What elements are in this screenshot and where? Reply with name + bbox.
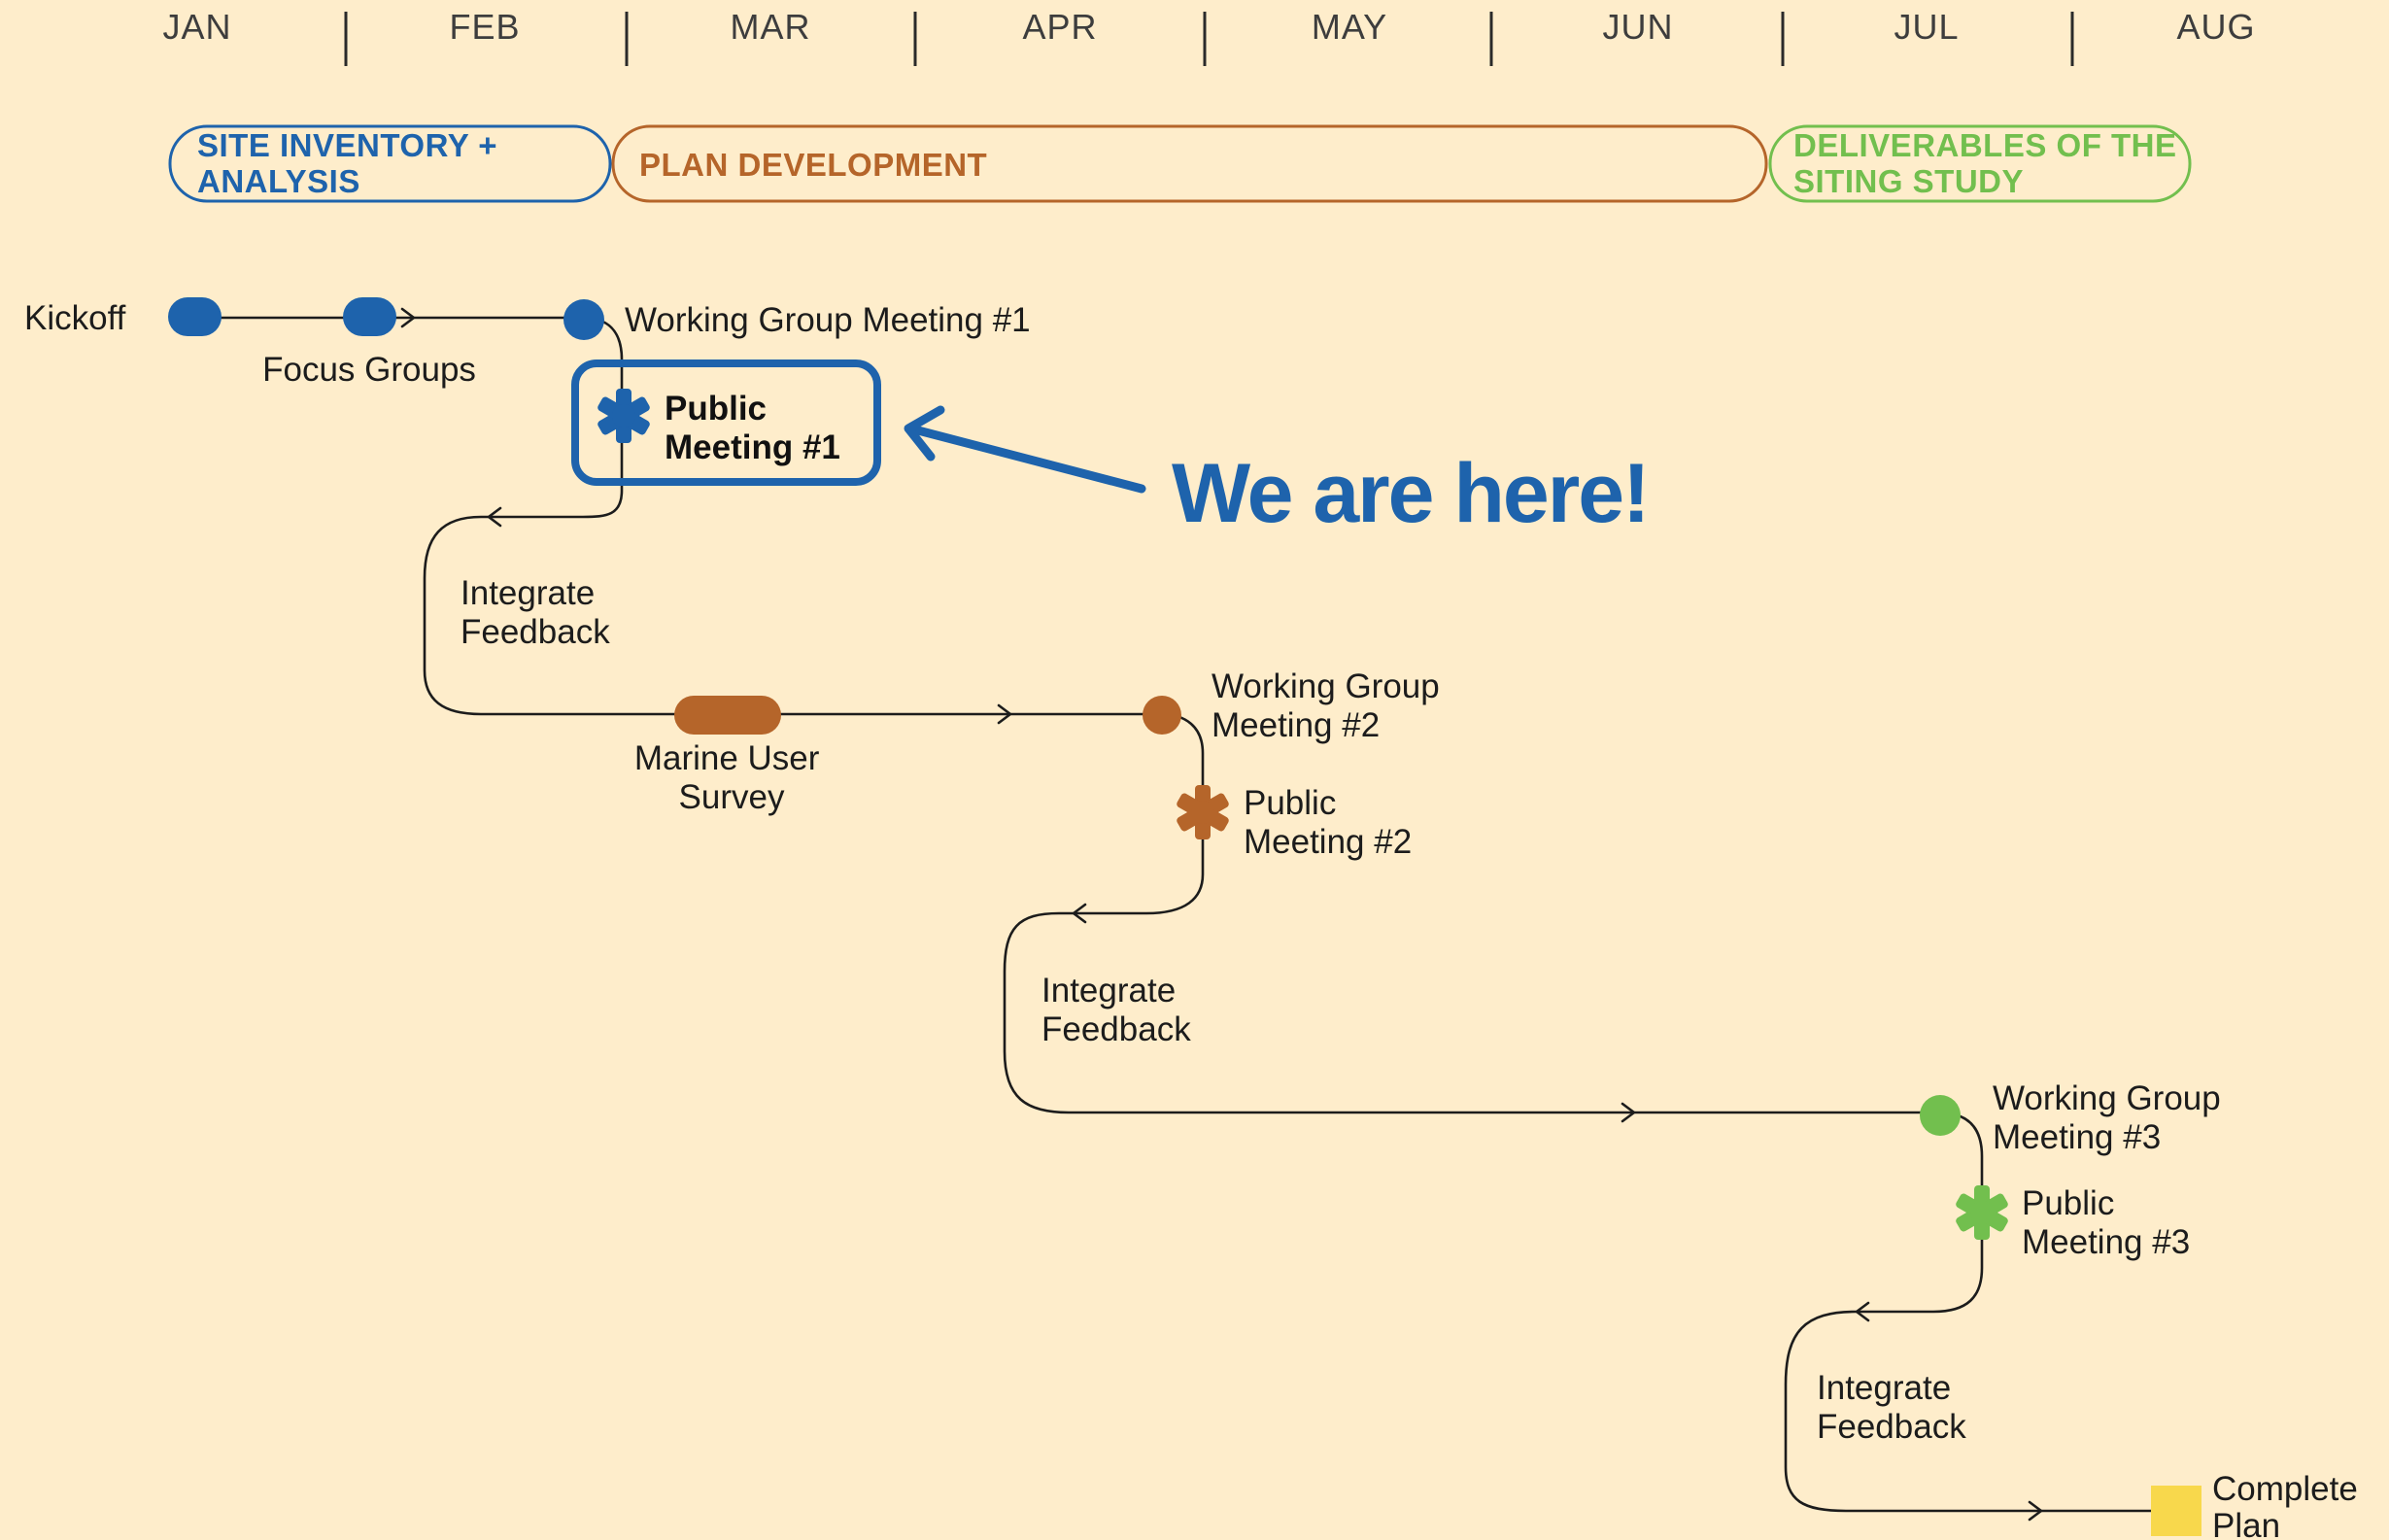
working-group-2-dot-icon [1143, 696, 1181, 735]
phase-plan-development-label: PLAN DEVELOPMENT [639, 147, 987, 183]
month-header: JAN FEB MAR APR MAY JUN JUL AUG [162, 7, 2255, 66]
phase-label-line: ANALYSIS [197, 163, 360, 199]
label-line: Public [1244, 784, 1336, 822]
label-line: Integrate [1817, 1369, 1951, 1407]
label-line: Working Group [1212, 667, 1440, 705]
label-line: Feedback [1817, 1408, 1966, 1446]
label-line: Meeting #3 [1993, 1118, 2161, 1156]
kickoff-label: Kickoff [24, 299, 126, 337]
we-are-here-label: We are here! [1172, 447, 1649, 540]
phase-label-line: PLAN DEVELOPMENT [639, 147, 987, 183]
label-line: Integrate [461, 574, 595, 612]
working-group-3-dot-icon [1920, 1095, 1961, 1136]
label-line: Plan [2212, 1507, 2280, 1540]
focus-groups-label: Focus Groups [262, 351, 476, 389]
month-label: JAN [162, 7, 231, 47]
public-meeting-1-label: Public Meeting #1 [665, 390, 840, 466]
public-meeting-3-asterisk-icon [1956, 1185, 2008, 1240]
chevron-left-icon [487, 506, 502, 528]
month-label: AUG [2176, 7, 2255, 47]
marine-survey-pill-icon [674, 696, 781, 735]
month-label: MAR [731, 7, 811, 47]
working-group-1-label: Working Group Meeting #1 [625, 301, 1031, 339]
integrate-feedback-1-label: Integrate Feedback [461, 574, 610, 651]
month-label: MAY [1312, 7, 1387, 47]
working-group-2-label: Working Group Meeting #2 [1212, 667, 1449, 744]
integrate-feedback-3-label: Integrate Feedback [1817, 1369, 1966, 1446]
phase-label-line: SITE INVENTORY + [197, 127, 497, 163]
we-are-here-callout: We are here! [904, 405, 1651, 540]
chevron-right-icon [997, 703, 1012, 725]
chevron-right-icon [2028, 1500, 2043, 1522]
month-label: JUL [1894, 7, 1959, 47]
month-label: JUN [1603, 7, 1674, 47]
chevron-right-icon [400, 307, 416, 328]
chevron-left-icon [1855, 1301, 1870, 1322]
label-line: Marine User [634, 739, 820, 777]
public-meeting-2-label: Public Meeting #2 [1244, 784, 1412, 861]
stage-3: Working Group Meeting #3 Public Meeting … [1817, 1079, 2368, 1540]
phase-label-line: SITING STUDY [1793, 163, 2024, 199]
phase-site-inventory-outline [168, 124, 612, 203]
label-line: Working Group Meeting #1 [625, 301, 1031, 339]
label-line: Integrate [1041, 972, 1176, 1010]
month-label: FEB [449, 7, 520, 47]
callout-arrow-shaft [913, 426, 1146, 494]
stage-2: Marine User Survey Working Group Meeting… [634, 667, 1449, 1048]
integrate-feedback-2-label: Integrate Feedback [1041, 972, 1191, 1048]
label-line: Meeting #2 [1212, 706, 1380, 744]
label-line: Feedback [461, 613, 610, 651]
phase-bars: SITE INVENTORY + ANALYSIS PLAN DEVELOPME… [168, 124, 2192, 203]
complete-plan-label: Complete Plan [2212, 1470, 2368, 1540]
phase-deliverables-outline [1768, 124, 2192, 203]
public-meeting-1-asterisk-icon [597, 389, 650, 443]
phase-plan-development-outline [611, 124, 1768, 203]
public-meeting-1-highlight-box [571, 359, 881, 486]
marine-survey-label: Marine User Survey [634, 739, 829, 816]
label-line: Complete [2212, 1470, 2358, 1508]
label-line: Survey [679, 778, 785, 816]
public-meeting-2-asterisk-icon [1177, 785, 1229, 839]
phase-label-line: DELIVERABLES OF THE [1793, 127, 2177, 163]
working-group-1-dot-icon [563, 299, 604, 340]
label-line: Working Group [1993, 1079, 2221, 1117]
phase-site-inventory-label: SITE INVENTORY + ANALYSIS [197, 127, 507, 199]
label-line: Feedback [1041, 1010, 1191, 1048]
direction-arrows [400, 307, 2043, 1522]
stage-1: Kickoff Focus Groups Working Group Meeti… [24, 297, 1031, 651]
public-meeting-3-label: Public Meeting #3 [2022, 1184, 2190, 1261]
label-line: Public [665, 390, 767, 428]
complete-plan-square-icon [2151, 1486, 2201, 1536]
chevron-left-icon [1072, 903, 1087, 924]
label-line: Meeting #3 [2022, 1223, 2190, 1261]
chevron-right-icon [1621, 1102, 1636, 1123]
label-line: Meeting #2 [1244, 823, 1412, 861]
kickoff-pill-icon [168, 297, 222, 336]
label-line: Meeting #1 [665, 428, 840, 466]
working-group-3-label: Working Group Meeting #3 [1993, 1079, 2230, 1156]
phase-deliverables-label: DELIVERABLES OF THE SITING STUDY [1793, 127, 2186, 199]
focus-groups-pill-icon [343, 297, 396, 336]
label-line: Public [2022, 1184, 2114, 1222]
month-label: APR [1022, 7, 1097, 47]
arrow-left-icon [904, 405, 945, 462]
flow-path [194, 316, 2171, 1513]
